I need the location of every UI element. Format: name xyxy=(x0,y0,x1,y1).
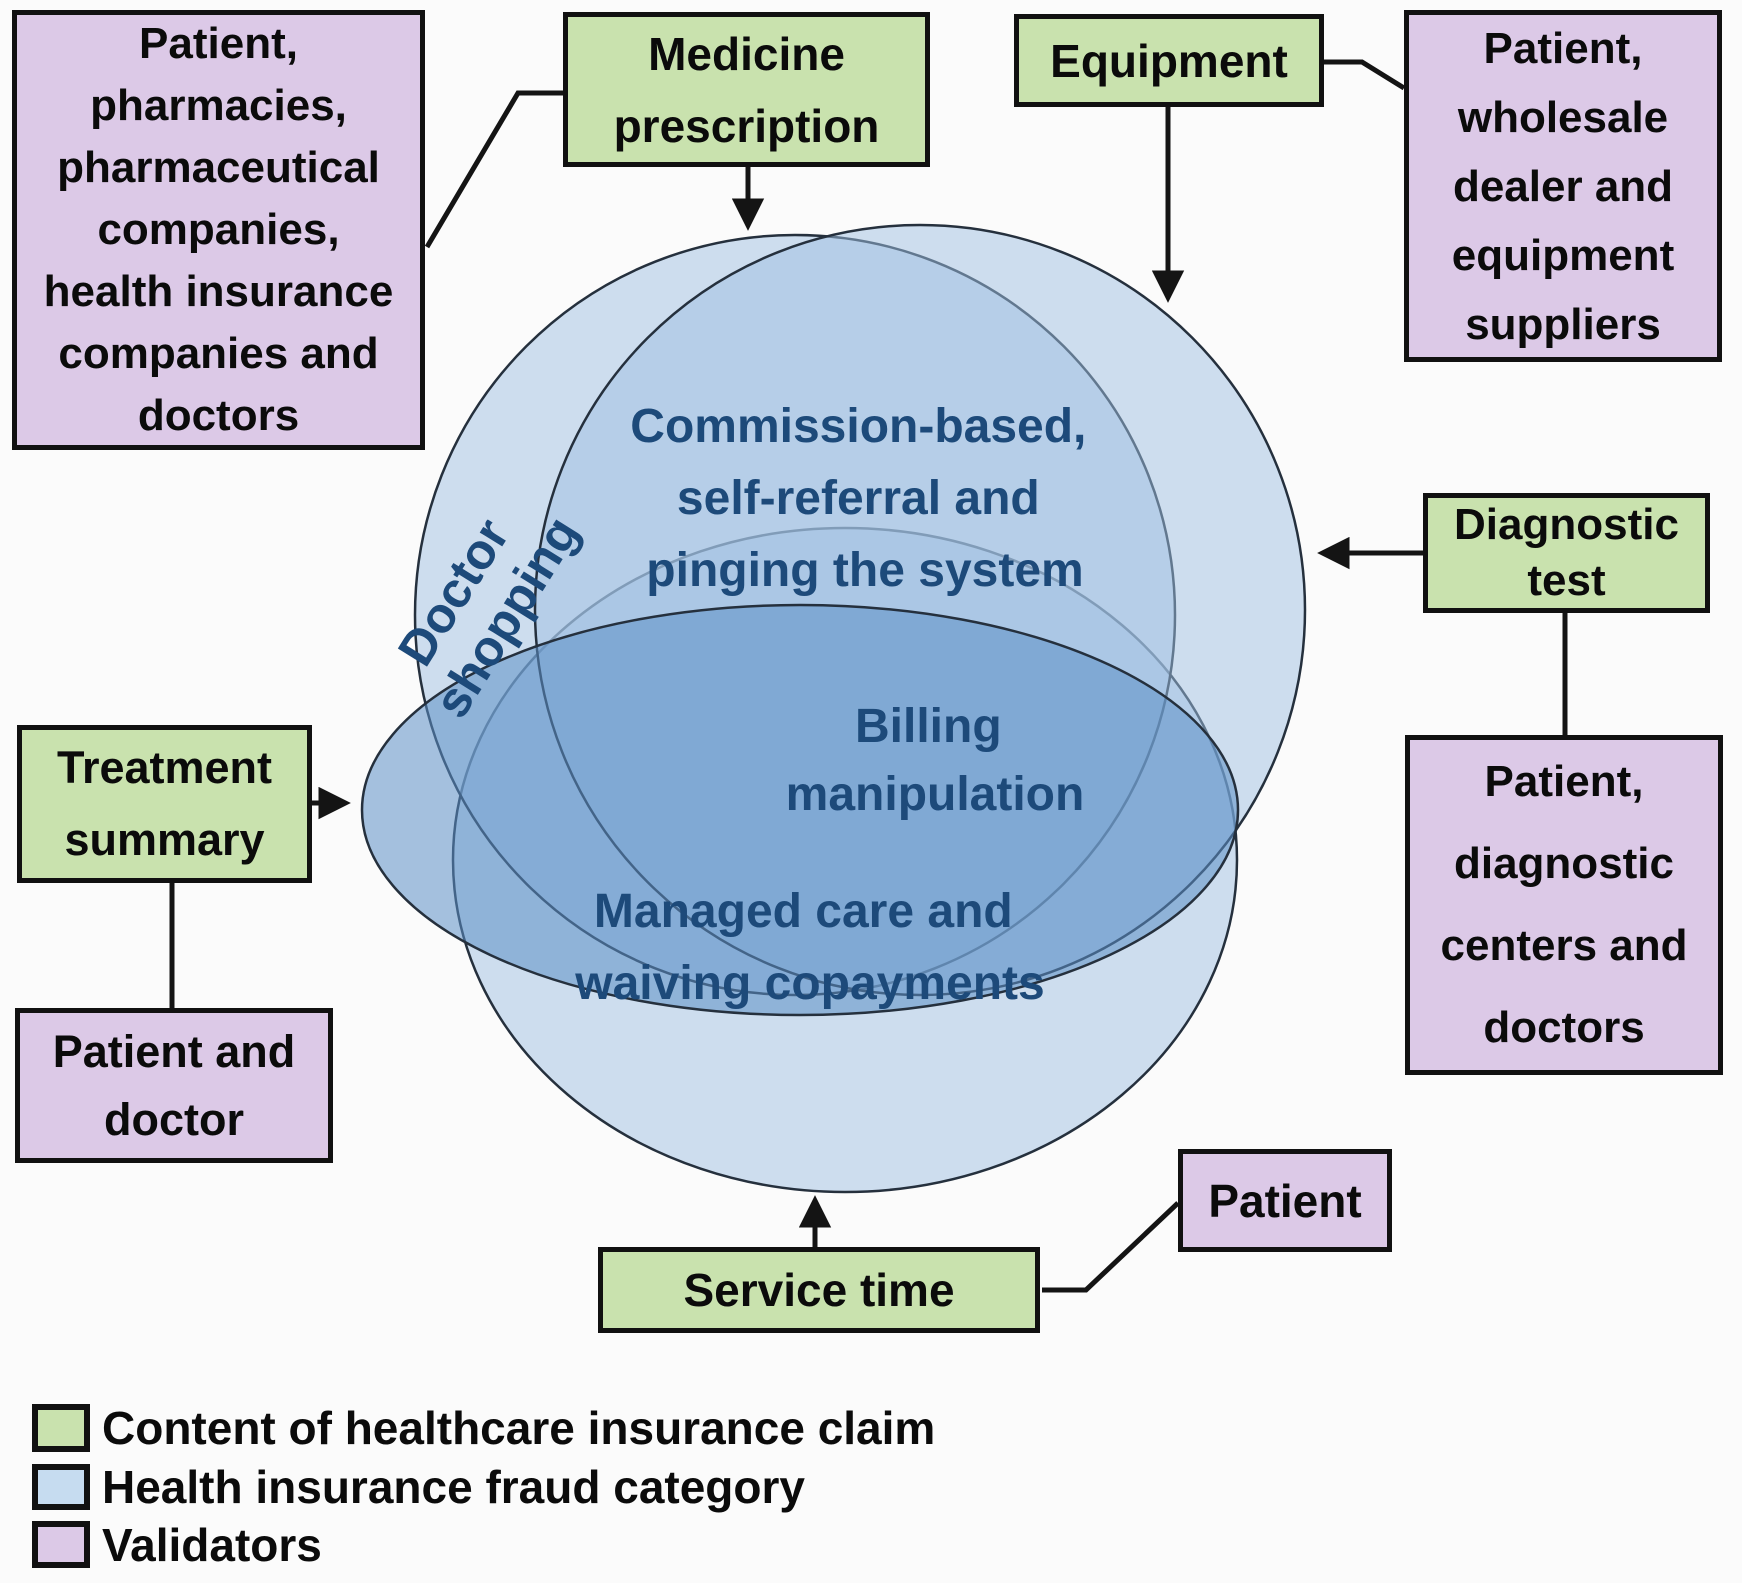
box-line: test xyxy=(1527,556,1606,605)
box-line: prescription xyxy=(613,99,880,152)
box-line: companies, xyxy=(97,205,340,254)
box-line: doctors xyxy=(137,391,300,440)
box-line: health insurance xyxy=(43,267,394,316)
commission-label: Commission-based, self-referral and ping… xyxy=(630,400,1099,597)
validator-box-top-left: Patient, pharmacies, pharmaceutical comp… xyxy=(12,10,425,450)
box-line: doctor xyxy=(104,1093,244,1145)
box-line: Diagnostic xyxy=(1454,500,1679,549)
box-line: doctors xyxy=(1483,1003,1645,1052)
box-line: pharmaceutical xyxy=(57,143,380,192)
medicine-prescription-box: Medicine prescription xyxy=(563,12,930,167)
box-line: centers and xyxy=(1440,921,1688,970)
box-line: equipment xyxy=(1451,230,1675,280)
box-line: wholesale xyxy=(1457,92,1669,142)
box-line: Medicine xyxy=(648,27,845,80)
diagnostic-test-box: Diagnostic test xyxy=(1423,493,1710,613)
box-line: Treatment xyxy=(56,742,273,793)
service-time-box: Service time xyxy=(598,1247,1040,1333)
box-line: Patient xyxy=(1208,1174,1362,1227)
connector-topleft-validator-medicine xyxy=(424,90,563,249)
box-line: suppliers xyxy=(1465,299,1661,349)
box-line: summary xyxy=(64,814,265,865)
connector-equipment-topright-validator xyxy=(1324,59,1406,91)
billing-label: Billing manipulation xyxy=(786,700,1085,821)
box-line: Patient and xyxy=(52,1025,296,1077)
validator-box-bottom-right: Patient xyxy=(1178,1149,1392,1252)
validator-box-right: Patient, diagnostic centers and doctors xyxy=(1405,735,1723,1075)
validator-box-left: Patient and doctor xyxy=(15,1008,333,1163)
equipment-box: Equipment xyxy=(1014,14,1324,107)
box-line: Patient, xyxy=(1484,757,1644,806)
treatment-summary-box: Treatment summary xyxy=(17,725,312,883)
box-line: pharmacies, xyxy=(90,81,347,130)
billing-manipulation-ellipse xyxy=(360,603,1240,1017)
box-line: Service time xyxy=(683,1264,955,1316)
box-line: Patient, xyxy=(139,19,298,68)
box-line: diagnostic xyxy=(1453,839,1675,888)
box-line: Equipment xyxy=(1050,34,1288,87)
connector-service-patient-validator xyxy=(1042,1201,1180,1293)
validator-box-top-right: Patient, wholesale dealer and equipment … xyxy=(1404,10,1722,362)
box-line: Patient, xyxy=(1483,23,1643,73)
managed-care-label: Managed care and waiving copayments xyxy=(574,885,1044,1010)
box-line: companies and xyxy=(58,329,379,378)
box-line: dealer and xyxy=(1452,161,1674,211)
